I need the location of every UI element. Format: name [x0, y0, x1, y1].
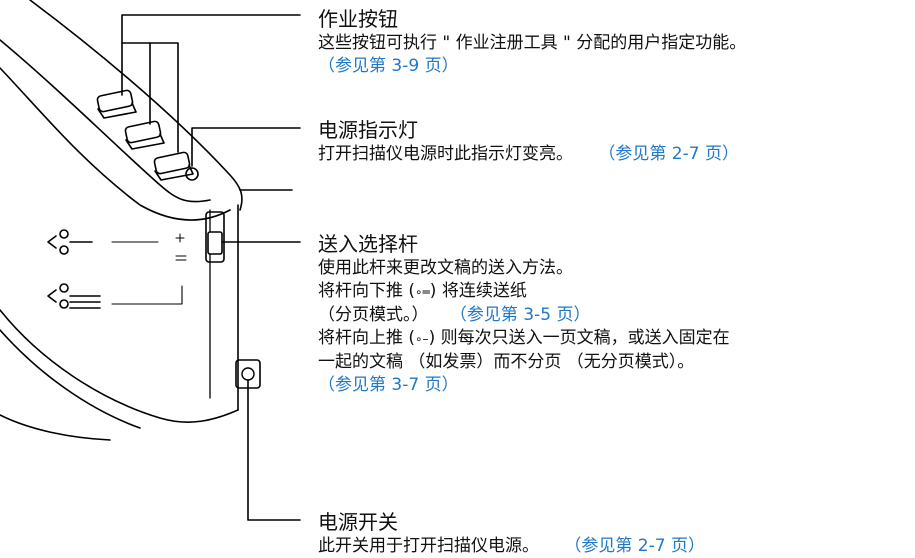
continuous-feed-mode-icon: [47, 283, 101, 309]
feed-lever-link1[interactable]: （参见第 3-5 页）: [449, 305, 591, 325]
continuous-feed-icon: ∘═: [415, 285, 430, 299]
power-switch-leader: [247, 379, 301, 521]
power-indicator-lamp: [185, 167, 199, 181]
scanner-lower-curve: [0, 414, 111, 441]
feed-lever-line1: 使用此杆来更改文稿的送入方法。: [318, 258, 573, 278]
feed-lever-callout: 送入选择杆 使用此杆来更改文稿的送入方法。 将杆向下推 (∘═) 将连续送纸 （…: [318, 231, 730, 397]
power-switch-title: 电源开关: [318, 510, 398, 534]
scanner-bottom-edge-2: [0, 329, 141, 429]
continuous-feed-guide: [111, 285, 183, 305]
power-switch-callout: 电源开关 此开关用于打开扫描仪电源。 （参见第 2-7 页）: [318, 509, 705, 558]
power-switch-link[interactable]: （参见第 2-7 页）: [564, 536, 705, 556]
job-buttons-title: 作业按钮: [318, 7, 398, 31]
power-indicator-leader: [191, 127, 301, 167]
scanner-bottom-edge: [0, 309, 239, 423]
job-buttons-callout: 作业按钮 这些按钮可执行 " 作业注册工具 " 分配的用户指定功能。 （参见第 …: [318, 6, 746, 78]
feed-lever-line4: 将杆向上推 (∘–) 则每次只送入一页文稿，或送入固定在: [318, 328, 730, 348]
scanner-side-top: [29, 0, 243, 211]
job-buttons-leader: [121, 14, 301, 153]
scanner-top-edge: [0, 67, 231, 221]
feed-lever: [207, 231, 223, 255]
power-indicator-desc-line: 打开扫描仪电源时此指示灯变亮。 （参见第 2-7 页）: [318, 143, 739, 166]
job-button-3: [153, 151, 194, 181]
power-switch-desc-line: 此开关用于打开扫描仪电源。 （参见第 2-7 页）: [318, 535, 705, 558]
power-indicator-title: 电源指示灯: [318, 118, 418, 142]
power-indicator-link[interactable]: （参见第 2-7 页）: [598, 144, 739, 164]
job-button-1: [96, 89, 137, 119]
feed-lever-link2[interactable]: （参见第 3-7 页）: [318, 375, 459, 395]
job-buttons-link[interactable]: （参见第 3-9 页）: [318, 56, 459, 76]
feed-lever-slot: [205, 211, 225, 263]
job-button-2: [124, 120, 165, 150]
single-feed-icon: ∘–: [415, 332, 429, 346]
power-indicator-callout: 电源指示灯 打开扫描仪电源时此指示灯变亮。 （参见第 2-7 页）: [318, 117, 739, 166]
job-buttons-desc: 这些按钮可执行 " 作业注册工具 " 分配的用户指定功能。: [318, 33, 747, 53]
feed-lever-line3: （分页模式。） （参见第 3-5 页）: [318, 305, 591, 325]
power-indicator-desc: 打开扫描仪电源时此指示灯变亮。: [318, 144, 573, 164]
power-switch-desc: 此开关用于打开扫描仪电源。: [318, 536, 539, 556]
feed-lever-title: 送入选择杆: [318, 232, 418, 256]
feed-lever-line2: 将杆向下推 (∘═) 将连续送纸: [318, 281, 527, 301]
feed-lever-line5: 一起的文稿 （如发票）而不分页 （无分页模式）。: [318, 352, 695, 372]
single-feed-mode-icon: [47, 229, 93, 255]
scanner-top-outline: [0, 39, 211, 203]
